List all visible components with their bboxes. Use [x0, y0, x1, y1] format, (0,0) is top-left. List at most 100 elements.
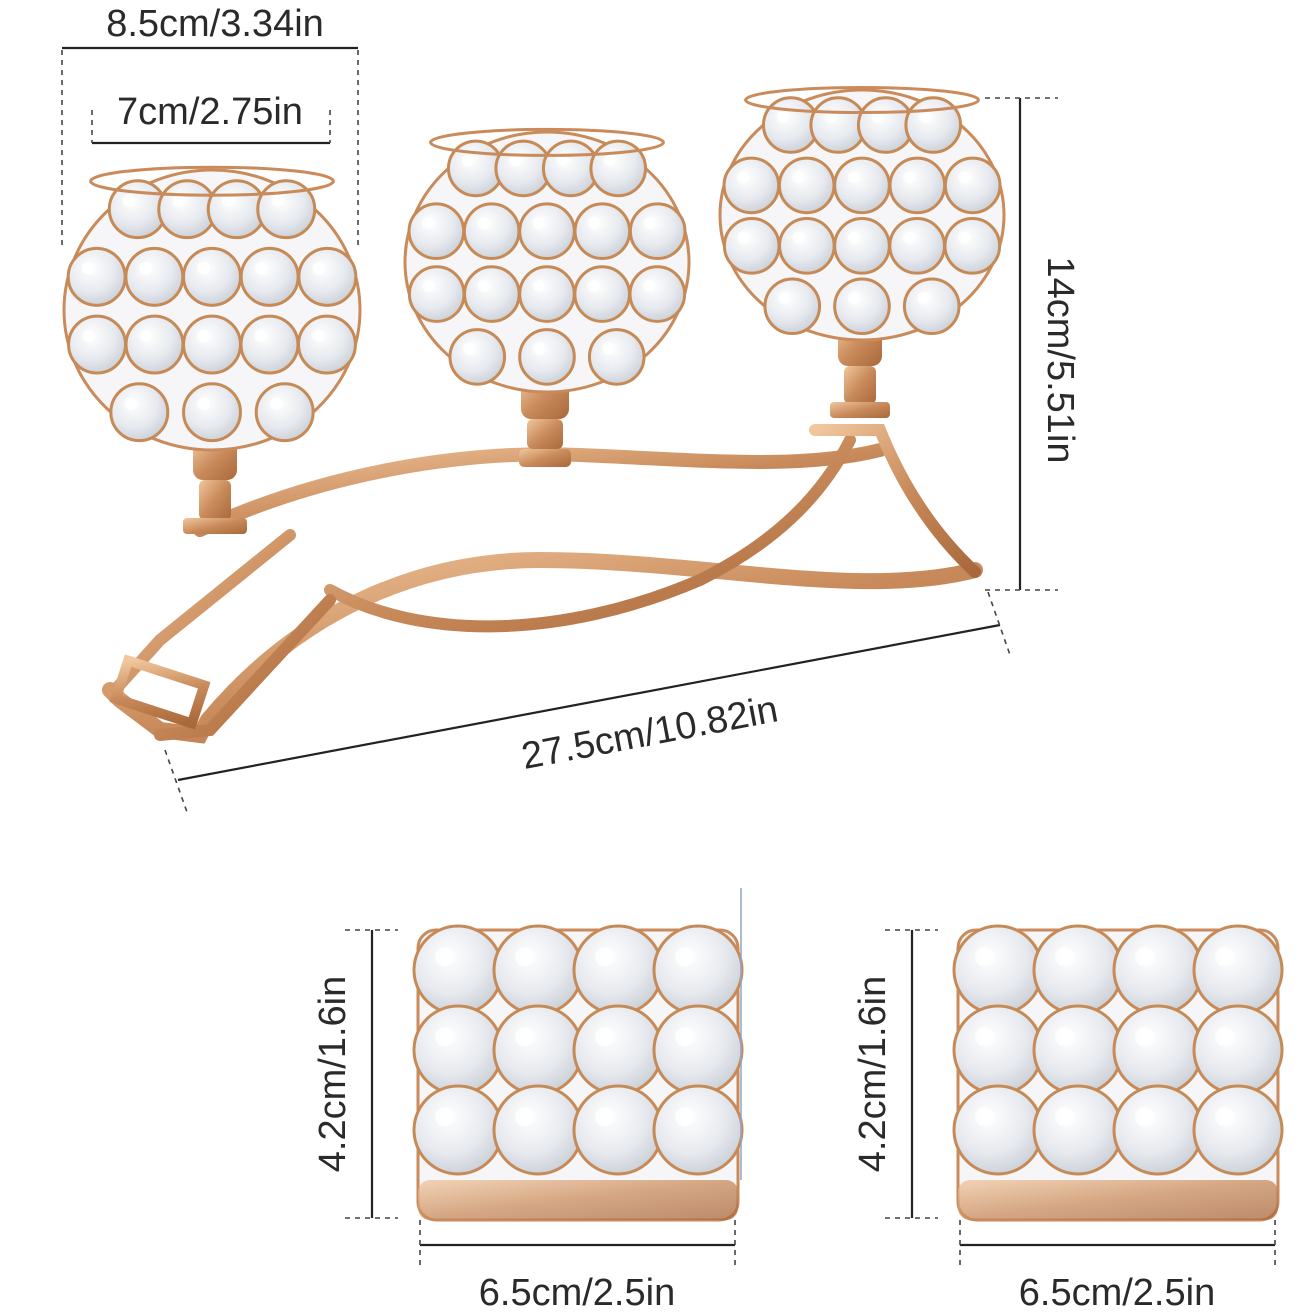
crystal-highlight [81, 262, 95, 275]
crystal-ring [462, 202, 521, 261]
label-votive-2-height: 4.2cm/1.6in [852, 976, 894, 1172]
crystal-highlight [792, 171, 805, 184]
crystal-highlight [139, 329, 153, 343]
extension-line [987, 591, 1011, 656]
globe-body [62, 168, 362, 452]
crystal-ring [943, 156, 1002, 215]
crystal-ring [254, 382, 315, 443]
crystal-ring [492, 924, 584, 1016]
crystal-ring [518, 202, 576, 261]
dimension-votive-1-height: 4.2cm/1.6in [312, 929, 398, 1219]
crystal-highlight [604, 154, 617, 167]
crystal-ring [412, 924, 504, 1016]
crystal-ring [1112, 924, 1204, 1016]
crystal-highlight [532, 342, 545, 355]
crystal-ring [952, 1004, 1044, 1096]
crystal-ring [256, 179, 317, 240]
crystal-ring [952, 924, 1044, 1016]
crystal-ring [904, 96, 963, 154]
crystal-highlight [515, 1027, 535, 1047]
crystal-highlight [595, 1107, 615, 1127]
crystal-ring [182, 382, 242, 443]
crystal-highlight [515, 1107, 535, 1127]
label-votive-2-width: 6.5cm/2.5in [1019, 1272, 1215, 1313]
label-votive-1-height: 4.2cm/1.6in [312, 976, 354, 1172]
crystal-highlight [595, 947, 615, 967]
extension-line [164, 749, 189, 816]
crystal-ring [1032, 924, 1124, 1016]
label-total-height: 14cm/5.51in [1039, 256, 1081, 463]
crystal-ring [67, 314, 127, 375]
crystal-highlight [509, 154, 522, 167]
crystal-highlight [824, 110, 837, 123]
stand-left-foot-loop [109, 654, 211, 730]
crystal-highlight [197, 262, 210, 275]
dimension-votive-2-height: 4.2cm/1.6in [852, 929, 938, 1219]
crystal-highlight [461, 154, 474, 167]
crystal-ring [492, 1004, 584, 1096]
crystal-highlight [82, 329, 95, 343]
crystal-ring [1032, 1084, 1124, 1176]
globe-rim [744, 86, 980, 114]
crystal-highlight [1215, 1027, 1235, 1047]
crystal-highlight [556, 154, 569, 167]
crystal-highlight [269, 397, 283, 410]
crystal-highlight [422, 217, 435, 230]
crystal-ring [943, 217, 1002, 275]
crystal-ring [297, 246, 358, 307]
crystal-highlight [643, 279, 656, 292]
crystal-highlight [903, 171, 916, 184]
crystal-highlight [975, 1027, 995, 1047]
crystal-ring [239, 314, 300, 375]
crystal-highlight [435, 1107, 455, 1127]
crystal-ring [463, 265, 521, 323]
crystal-highlight [1135, 1027, 1155, 1047]
crystal-highlight [792, 231, 805, 244]
dimension-total-height: 14cm/5.51in [985, 97, 1081, 591]
crystal-ring [124, 246, 185, 307]
crystal-highlight [532, 217, 545, 230]
crystal-ring [888, 217, 946, 275]
dimension-total-length: 27.5cm/10.82in [164, 591, 1011, 816]
crystal-highlight [958, 231, 971, 244]
dimension-top-outer-width: 8.5cm/3.34in [61, 3, 359, 250]
crystal-ring [407, 202, 466, 261]
crystal-globe-left [62, 165, 362, 452]
crystal-ring [412, 1004, 504, 1096]
globe-rim [89, 165, 335, 197]
crystal-ring [492, 1084, 584, 1176]
crystal-ring [573, 202, 632, 261]
crystal-highlight [919, 110, 932, 123]
crystal-ring [652, 924, 744, 1016]
crystal-highlight [532, 279, 545, 292]
crystal-ring [572, 924, 664, 1016]
crystal-ring [572, 1004, 664, 1096]
crystal-ring [407, 265, 466, 323]
crystal-highlight [737, 231, 750, 244]
crystal-highlight [595, 1027, 615, 1047]
crystal-ring [628, 202, 687, 261]
crystal-highlight [958, 171, 971, 184]
crystal-ring [1192, 924, 1284, 1016]
crystal-highlight [643, 217, 656, 230]
crystal-highlight [975, 947, 995, 967]
crystal-ring [722, 217, 781, 275]
stand-upper-arch [193, 443, 887, 537]
crystal-ring [778, 217, 836, 275]
crystal-ring [1032, 1004, 1124, 1096]
crystal-highlight [477, 217, 490, 230]
crystal-highlight [312, 262, 326, 275]
crystal-ring [1112, 1004, 1204, 1096]
crystal-ring [777, 156, 836, 215]
crystal-highlight [172, 194, 185, 207]
crystal-ring [412, 1084, 504, 1176]
crystal-highlight [602, 342, 615, 355]
crystal-ring [1192, 1084, 1284, 1176]
crystal-highlight [124, 397, 138, 410]
crystal-votive-right [952, 924, 1284, 1222]
crystal-highlight [588, 217, 601, 230]
crystal-ring [297, 314, 357, 375]
crystal-ring [833, 277, 891, 336]
crystal-highlight [197, 329, 210, 343]
crystal-ring [902, 277, 961, 336]
